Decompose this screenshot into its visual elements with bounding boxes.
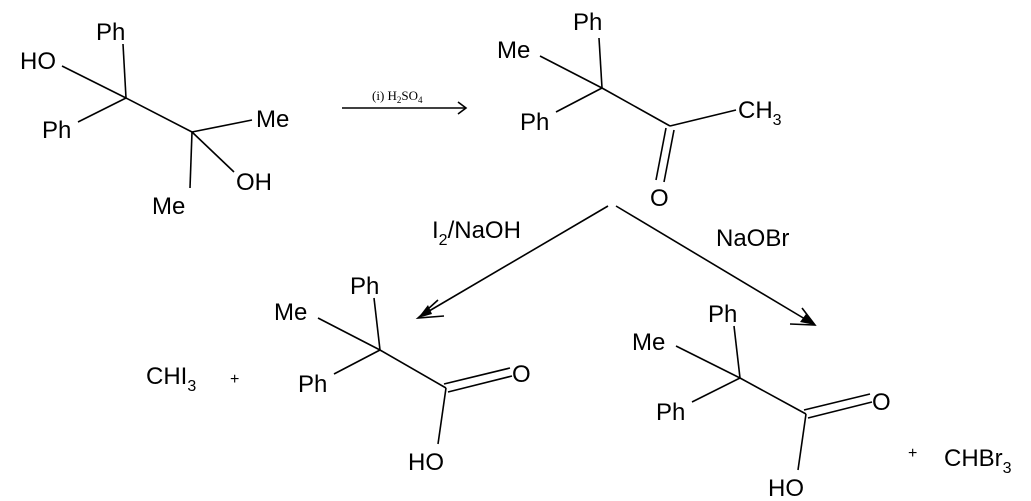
bond-k-double-2 — [663, 129, 675, 183]
bond-c1-c2 — [125, 97, 193, 133]
bond-a1-double-1 — [443, 367, 511, 385]
arrow-left-branch — [415, 205, 609, 319]
bond-k-ch3 — [669, 109, 737, 127]
arrow-step1-head — [457, 101, 468, 115]
bond-a1-oh — [437, 387, 447, 445]
bond-c1-oh — [61, 65, 127, 99]
bond-k-double-1 — [655, 127, 667, 181]
byproduct-chi3: CHI3 — [146, 363, 196, 395]
arrow-right-barb — [789, 307, 817, 326]
label-k-me: Me — [497, 37, 530, 64]
bond-a1-ph-top — [373, 297, 381, 351]
label-a1-me: Me — [274, 299, 307, 326]
reactant-diol: Ph HO Ph Me OH Me — [20, 19, 289, 220]
arrow-right-branch — [615, 205, 817, 326]
bond-a2-oh — [797, 413, 807, 471]
reagent-i2-naoh: I2/NaOH — [432, 217, 521, 249]
label-me-right: Me — [256, 106, 289, 133]
label-a1-ho: HO — [408, 449, 444, 476]
bond-c2-me-down — [189, 131, 193, 189]
label-ho: HO — [20, 48, 56, 75]
arrow-left-barb — [415, 299, 445, 319]
byproduct-chbr3: CHBr3 — [944, 445, 1012, 477]
label-oh: OH — [236, 169, 272, 196]
bond-a2-ph-top — [733, 325, 741, 379]
bond-c2-oh — [191, 131, 235, 173]
label-a1-ph-left: Ph — [298, 371, 327, 398]
label-k-o: O — [650, 185, 669, 212]
bond-a2-double-1 — [803, 393, 871, 411]
bond-a1-me — [317, 317, 381, 351]
arrow-right-head — [800, 314, 815, 325]
label-a1-ph-top: Ph — [350, 273, 379, 300]
bond-a2-double-2 — [807, 401, 873, 419]
product-acid-left: Ph Me Ph O HO — [274, 273, 531, 476]
bond-c1-ph-left — [77, 97, 127, 123]
plus-left: + — [230, 371, 239, 388]
label-ph-left: Ph — [42, 117, 71, 144]
bond-a2-ph-left — [691, 377, 741, 403]
label-k-ph-top: Ph — [573, 9, 602, 36]
bond-k-me — [539, 55, 603, 89]
bond-a2-me — [675, 345, 741, 379]
label-a2-ph-left: Ph — [656, 399, 685, 426]
bond-a1-ph-left — [333, 349, 381, 375]
reagent-h2so4: (i) H2SO4 — [372, 88, 423, 105]
label-k-ph-left: Ph — [520, 109, 549, 136]
label-k-ch3: CH3 — [738, 97, 782, 129]
bond-c1-ph-top — [122, 43, 127, 99]
arrow-step1: (i) H2SO4 — [342, 88, 468, 115]
intermediate-ketone: Ph Me Ph CH3 O — [497, 9, 782, 212]
bond-a2-cooh — [739, 377, 807, 415]
bond-a1-cooh — [379, 349, 447, 389]
bond-k-ph-top — [598, 37, 603, 89]
bond-c2-me-right — [191, 119, 253, 133]
bond-a1-double-2 — [447, 375, 513, 393]
label-a2-ho: HO — [768, 475, 804, 501]
label-a2-me: Me — [632, 329, 665, 356]
label-ph-top: Ph — [96, 19, 125, 46]
product-acid-right: Ph Me Ph O HO — [632, 301, 891, 501]
bond-k-co — [601, 87, 671, 127]
bond-k-ph-left — [555, 87, 603, 113]
reagent-naobr: NaOBr — [716, 225, 789, 252]
label-me-down: Me — [152, 193, 185, 220]
label-a2-o: O — [872, 389, 891, 416]
arrow-left-shaft — [423, 205, 609, 315]
label-a1-o: O — [512, 361, 531, 388]
label-a2-ph-top: Ph — [708, 301, 737, 328]
arrow-right-shaft — [615, 205, 811, 323]
plus-right: + — [908, 445, 917, 462]
